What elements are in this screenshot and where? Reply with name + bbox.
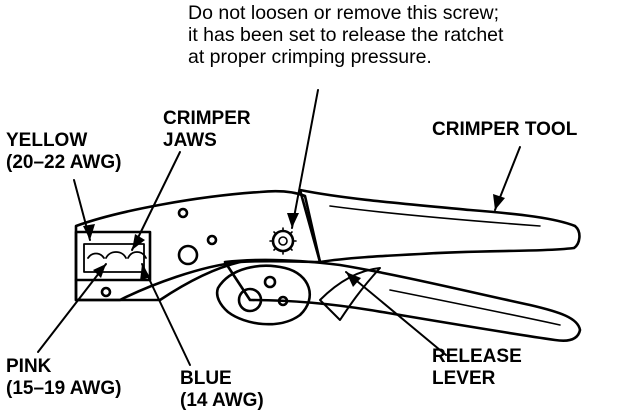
screw-warning-line-2: it has been set to release the ratchet: [188, 23, 504, 46]
leader-pink: [37, 263, 107, 353]
jaw-inner: [83, 243, 145, 273]
pivot-rivet-2: [237, 287, 263, 313]
upper-handle: [298, 188, 581, 264]
rivet-small-3: [100, 286, 112, 298]
arrowhead-pink: [93, 264, 106, 278]
label-yellow-gauge: (20–22 AWG): [6, 151, 122, 173]
cavity-yellow: [87, 252, 105, 259]
label-release-lever-line-1: RELEASE: [432, 346, 522, 367]
label-crimper-jaws: CRIMPER JAWS: [163, 108, 251, 152]
label-crimper-tool-text: CRIMPER TOOL: [432, 119, 578, 140]
label-pink-gauge: (15–19 AWG): [6, 377, 122, 399]
label-release-lever-line-2: LEVER: [432, 367, 496, 389]
rivet-small-2: [206, 234, 218, 246]
lower-handle: [223, 258, 582, 342]
pivot-rivet-3: [263, 275, 277, 289]
label-crimper-jaws-line-2: JAWS: [163, 129, 217, 151]
label-blue: BLUE (14 AWG): [180, 368, 264, 412]
link-plate: [215, 264, 311, 326]
label-pink-name: PINK: [6, 356, 52, 377]
cavity-blue: [127, 251, 147, 259]
arrowhead-crimper-jaws: [132, 234, 145, 250]
arrowhead-screw: [287, 213, 299, 228]
arrowhead-crimper-tool: [493, 194, 505, 210]
arrowhead-release-lever: [346, 272, 361, 287]
label-blue-name: BLUE: [180, 368, 232, 389]
lower-handle-grip-line: [389, 289, 561, 326]
upper-handle-grip-line: [329, 205, 541, 227]
label-crimper-tool: CRIMPER TOOL: [432, 119, 577, 141]
rivet-small-1: [177, 207, 189, 219]
label-crimper-jaws-line-1: CRIMPER: [163, 108, 251, 129]
leader-blue: [141, 263, 191, 366]
label-yellow-name: YELLOW: [6, 130, 88, 151]
cavity-pink: [105, 251, 127, 259]
label-pink: PINK (15–19 AWG): [6, 356, 121, 400]
adjustment-screw-center: [278, 236, 288, 246]
rivet-small-4: [277, 295, 289, 307]
lower-handle-grip: [319, 267, 381, 321]
label-blue-gauge: (14 AWG): [180, 389, 264, 411]
arrowhead-blue: [140, 264, 150, 281]
leader-screw: [291, 89, 319, 229]
leader-release-lever: [345, 271, 447, 356]
screw-warning-note: Do not loosen or remove this screw; it h…: [188, 2, 504, 68]
label-yellow: YELLOW (20–22 AWG): [6, 130, 121, 174]
label-release-lever: RELEASE LEVER: [432, 346, 522, 390]
screw-warning-line-1: Do not loosen or remove this screw;: [188, 2, 500, 24]
leader-crimper-jaws: [131, 151, 181, 251]
screw-warning-line-3: at proper crimping pressure.: [188, 45, 432, 68]
pivot-rivet-1: [177, 244, 199, 266]
arrowhead-yellow: [83, 224, 95, 240]
adjustment-screw-teeth: [269, 227, 297, 255]
